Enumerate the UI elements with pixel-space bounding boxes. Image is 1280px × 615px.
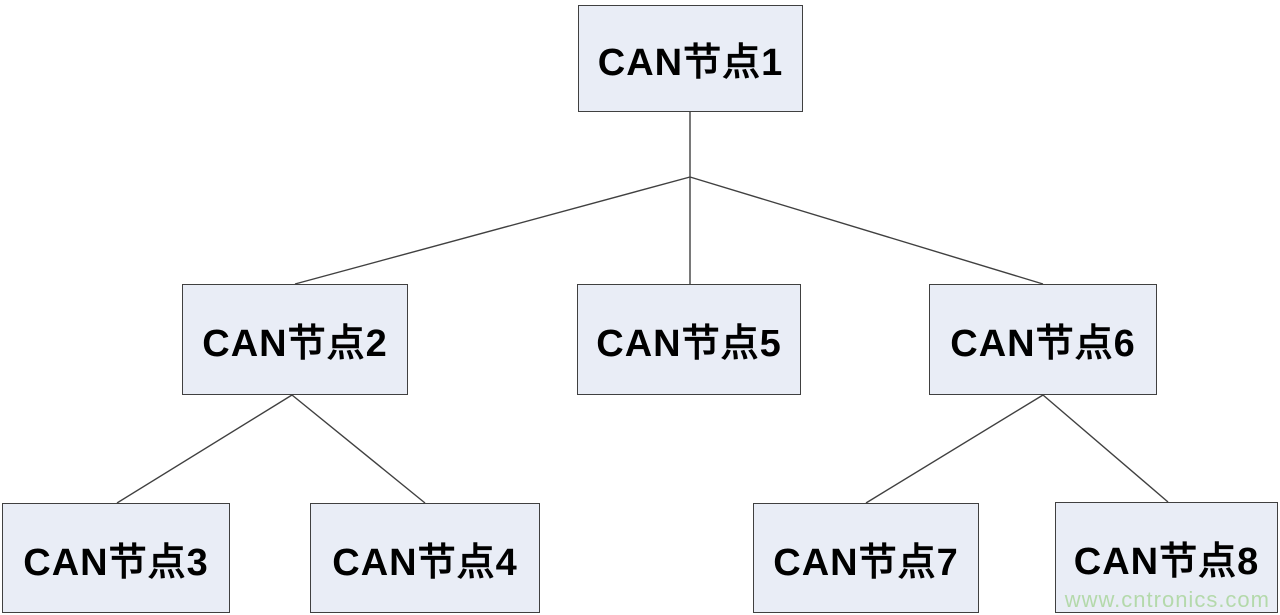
node-can4: CAN节点4: [310, 503, 540, 613]
edge-node1-node6: [689, 176, 1044, 285]
edge-node2-node3: [116, 394, 293, 504]
node-can8: CAN节点8: [1055, 502, 1278, 613]
node-can1: CAN节点1: [578, 5, 803, 112]
node-can6: CAN节点6: [929, 284, 1157, 395]
node-can7: CAN节点7: [753, 503, 979, 613]
edge-node1-node2: [294, 176, 691, 285]
edge-node6-node8: [1042, 394, 1169, 503]
node-can2: CAN节点2: [182, 284, 408, 395]
node-can3: CAN节点3: [2, 503, 230, 613]
edge-node2-node4: [291, 394, 426, 504]
edge-node6-node7: [865, 394, 1044, 504]
watermark: www.cntronics.com: [1064, 587, 1270, 612]
node-can5: CAN节点5: [577, 284, 801, 395]
